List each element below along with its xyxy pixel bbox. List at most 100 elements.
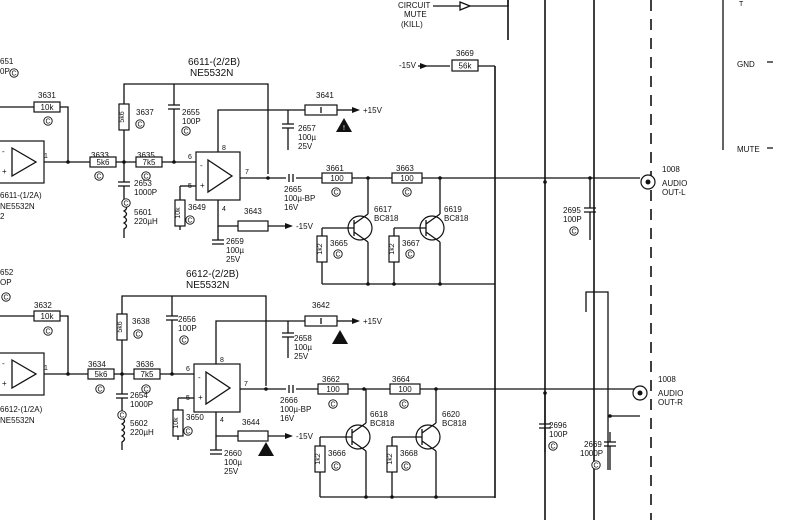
svg-text:6617: 6617 [374, 205, 392, 214]
svg-text:220µH: 220µH [130, 428, 154, 437]
svg-text:2665: 2665 [284, 185, 302, 194]
svg-text:2696: 2696 [549, 421, 567, 430]
resistor-3638 [116, 313, 128, 341]
svg-text:7: 7 [245, 169, 249, 176]
ch2-opamp-part: NE5532N [186, 280, 229, 291]
svg-text:5k6: 5k6 [117, 321, 124, 332]
svg-text:100: 100 [330, 174, 344, 183]
resistor-3649 [174, 199, 186, 227]
ch2-left-cap: OP [0, 278, 12, 287]
channel-2-circuit: 652 OP - + 6612-(1/2A) NE5532N 1 3632 10… [0, 268, 683, 499]
svg-text:3663: 3663 [396, 164, 414, 173]
ch1-left-ref: 651 [0, 57, 14, 66]
ch1-left-cap: 0P [0, 67, 10, 76]
svg-text:3642: 3642 [312, 301, 330, 310]
resistor-3643 [237, 220, 269, 232]
svg-text:6620: 6620 [442, 410, 460, 419]
svg-text:3668: 3668 [400, 449, 418, 458]
svg-text:6619: 6619 [444, 205, 462, 214]
svg-text:5k6: 5k6 [119, 111, 126, 122]
svg-text:3667: 3667 [402, 239, 420, 248]
channel-1-circuit: 651 0P - + 6611-(1/2A) NE5532N 2 1 3631 … [0, 57, 687, 286]
svg-text:1k2: 1k2 [389, 243, 396, 254]
svg-text:-15V: -15V [296, 222, 314, 231]
svg-text:1k2: 1k2 [387, 453, 394, 464]
svg-text:2654: 2654 [130, 391, 148, 400]
svg-text:+: + [198, 393, 203, 402]
svg-text:+: + [2, 379, 7, 388]
ch1-opamp-box [195, 151, 241, 201]
r3669-ref: 3669 [456, 49, 474, 58]
ch1-left-opamp-icon [11, 146, 38, 178]
svg-text:-: - [2, 147, 5, 156]
ch1-left-opamp-label: 6611-(1/2A) [0, 191, 42, 200]
resistor-3665 [316, 235, 328, 263]
svg-text:3636: 3636 [136, 360, 154, 369]
svg-text:3638: 3638 [132, 317, 150, 326]
svg-text:3665: 3665 [330, 239, 348, 248]
resistor-3644 [237, 430, 269, 442]
mute-label: MUTE [404, 10, 427, 19]
ch1-opamp-title: 6611-(2/2B) [188, 57, 240, 68]
svg-text:AUDIO: AUDIO [662, 179, 687, 188]
svg-text:5601: 5601 [134, 208, 152, 217]
svg-text:2653: 2653 [134, 179, 152, 188]
svg-text:OUT-R: OUT-R [658, 398, 683, 407]
svg-text:3635: 3635 [137, 151, 155, 160]
ch2-left-ref: 652 [0, 268, 14, 277]
svg-text:BC818: BC818 [444, 214, 469, 223]
svg-text:3650: 3650 [186, 413, 204, 422]
ch2-left-opamp-icon [11, 358, 38, 390]
svg-text:100µ: 100µ [298, 133, 316, 142]
svg-text:1000P: 1000P [134, 188, 157, 197]
warning-triangle-icon [258, 442, 274, 456]
svg-text:6: 6 [186, 366, 190, 373]
svg-text:16V: 16V [280, 414, 295, 423]
svg-text:AUDIO: AUDIO [658, 389, 683, 398]
svg-text:6618: 6618 [370, 410, 388, 419]
svg-text:BC818: BC818 [442, 419, 467, 428]
svg-text:+15V: +15V [363, 317, 383, 326]
svg-text:10k: 10k [41, 103, 55, 112]
ch2-left-opamp-label: 6612-(1/2A) [0, 405, 43, 414]
svg-text:7k5: 7k5 [141, 370, 154, 379]
svg-text:!: ! [343, 125, 345, 132]
r3669-val: 56k [459, 62, 473, 71]
ch2-left-opamp-box [0, 352, 45, 396]
inductor-5601-icon [122, 204, 128, 238]
supply-arrow-icon [420, 63, 428, 69]
svg-text:100P: 100P [563, 215, 582, 224]
svg-text:3637: 3637 [136, 108, 154, 117]
svg-text:4: 4 [220, 417, 224, 424]
svg-text:3631: 3631 [38, 91, 56, 100]
svg-text:2658: 2658 [294, 334, 312, 343]
svg-text:BC818: BC818 [370, 419, 395, 428]
svg-text:6: 6 [188, 154, 192, 161]
svg-text:2659: 2659 [226, 237, 244, 246]
svg-text:3664: 3664 [392, 375, 410, 384]
svg-text:3662: 3662 [322, 375, 340, 384]
svg-text:+: + [200, 181, 205, 190]
warning-triangle-icon [336, 118, 352, 132]
svg-text:BC818: BC818 [374, 214, 399, 223]
svg-text:+15V: +15V [363, 106, 383, 115]
svg-text:25V: 25V [226, 255, 241, 264]
svg-text:3632: 3632 [34, 301, 52, 310]
resistor-3668 [386, 445, 398, 473]
svg-text:5k6: 5k6 [95, 370, 108, 379]
svg-text:-15V: -15V [296, 432, 314, 441]
ch2-left-opamp-part: NE5532N [0, 416, 35, 425]
resistor-3666 [314, 445, 326, 473]
svg-text:10k: 10k [41, 312, 55, 321]
svg-text:8: 8 [222, 145, 226, 152]
svg-text:100P: 100P [182, 117, 201, 126]
kill-label: (KILL) [401, 20, 423, 29]
ch1-left-pin: 2 [0, 212, 5, 221]
svg-text:1008: 1008 [662, 165, 680, 174]
svg-text:100µ-BP: 100µ-BP [280, 405, 311, 414]
svg-text:220µH: 220µH [134, 217, 158, 226]
warning-triangle-icon [332, 330, 348, 344]
svg-text:10k: 10k [175, 207, 182, 219]
mute-flag-icon [459, 1, 472, 11]
